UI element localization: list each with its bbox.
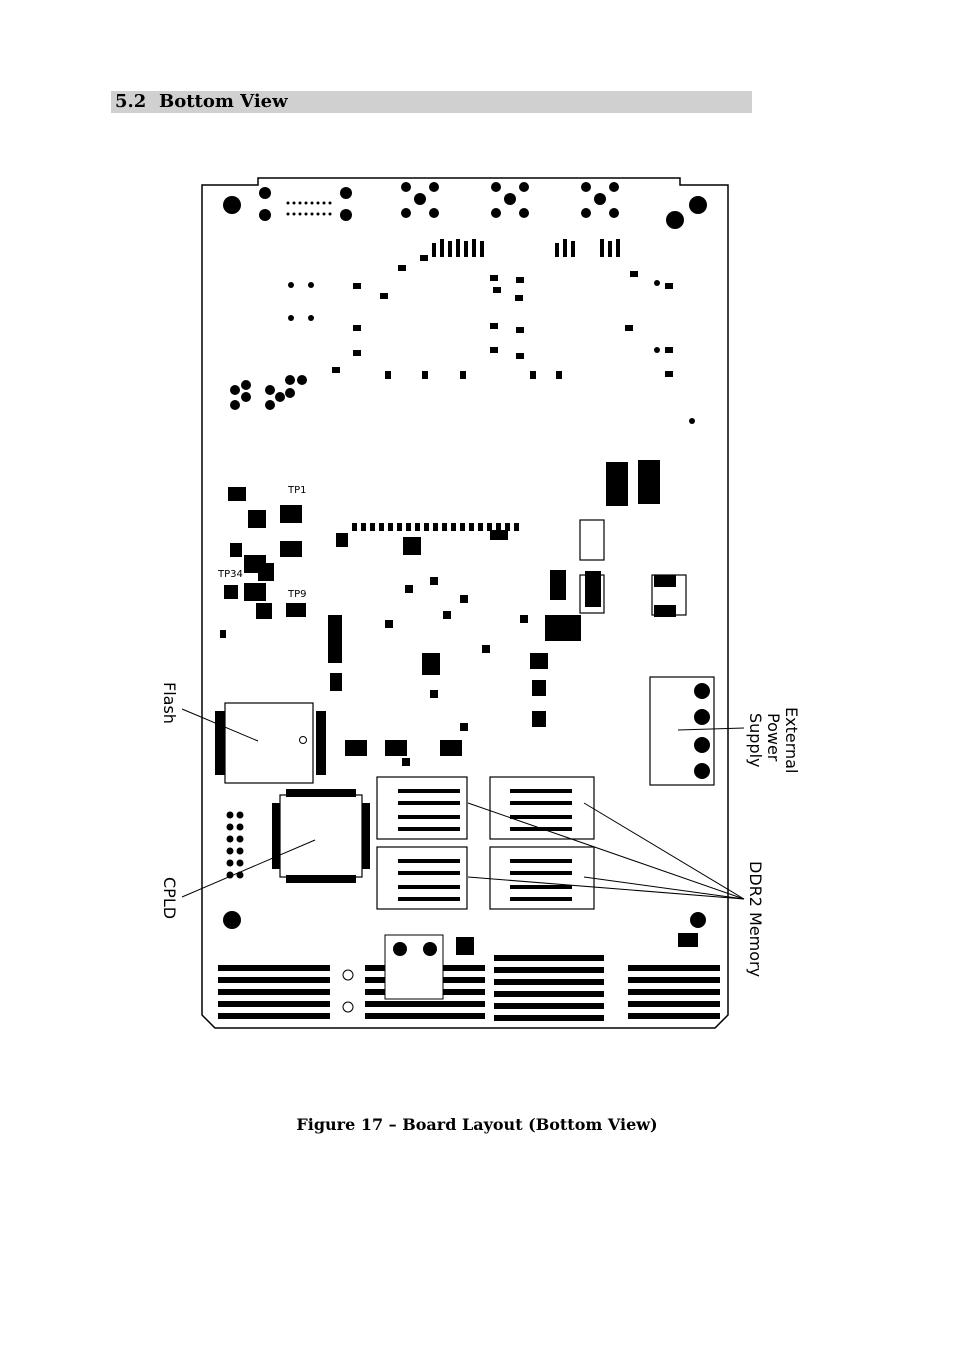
board-marking-tp9: TP9 [287,589,307,600]
top-header-pins [286,201,332,216]
bottom-header [342,933,698,1013]
ddr2-ball-rows [398,789,572,901]
capacitor-row [336,523,519,555]
smd-components-middle [328,460,676,766]
cpld-label: CPLD [160,877,179,919]
vias [230,280,695,424]
bottom-connector-right [628,965,720,1019]
board-marking-tp1: TP1 [287,485,307,496]
callout-lines [181,708,745,900]
mounting-holes [223,196,707,929]
cpld-chip [272,789,370,883]
flash-label: Flash [160,682,179,724]
board-layout-figure: TP1 TP34 TP9 [160,175,810,1035]
power-connector [649,676,715,786]
center-ic [579,519,687,616]
cpld-side-pads [226,811,244,879]
smd-components-top [332,239,673,379]
external-power-label-line3: Supply [746,713,765,768]
external-power-label-line2: Power [764,713,783,762]
flash-chip [215,702,326,784]
section-heading: 5.2 Bottom View [111,91,752,113]
figure-caption: Figure 17 – Board Layout (Bottom View) [296,1115,658,1134]
bottom-connector-left [218,965,330,1019]
regulator-ics [220,487,306,638]
section-number: 5.2 [115,91,147,112]
board-marking-tp34: TP34 [217,569,243,580]
ddr2-label: DDR2 Memory [746,861,765,977]
external-power-label-line1: External [782,707,801,773]
section-title: Bottom View [159,91,288,112]
top-connectors [259,182,619,221]
